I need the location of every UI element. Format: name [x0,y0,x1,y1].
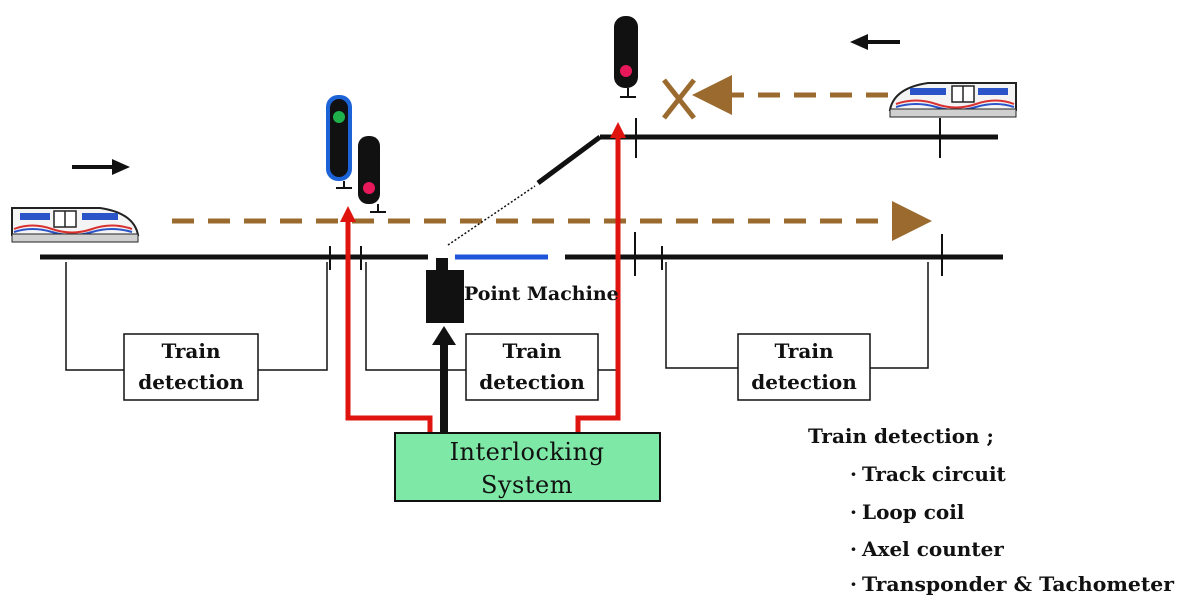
train-icon [888,82,1017,118]
detection-box: Train detection [123,333,259,401]
signal-icon [326,95,352,189]
legend-bullet: · [850,500,857,524]
signal-icon [614,16,638,98]
legend-item: Axel counter [861,537,1004,561]
legend-title: Train detection ; [808,424,994,448]
legend: Train detection ; · Track circuit · Loop… [808,424,1174,596]
detection-box: Train detection [465,333,599,401]
detection-box-label: Train [502,339,562,363]
detection-box: Train detection [737,333,871,401]
detection-box-label: detection [138,370,244,394]
control-arrowhead [610,122,626,138]
point-control-arrowhead [432,326,456,345]
legend-item: Transponder & Tachometer [862,572,1174,596]
legend-bullet: · [850,537,857,561]
control-line [345,132,621,433]
legend-item: Track circuit [862,462,1007,486]
legend-bullet: · [850,572,857,596]
legend-item: Loop coil [862,500,965,524]
detection-box-label: detection [479,370,585,394]
diverging-track [447,134,998,246]
insulated-joint [329,118,943,276]
cross-icon [662,78,696,120]
point-machine-label: Point Machine [464,283,619,305]
direction-arrow-left [850,34,900,50]
legend-bullet: · [850,462,857,486]
detection-box-label: Train [161,339,221,363]
signal-icon [358,136,386,213]
direction-arrow-right [72,159,130,175]
interlocking-label: Interlocking [450,438,605,466]
detection-box-label: detection [751,370,857,394]
point-machine-icon [426,258,464,323]
control-arrowhead [340,206,356,222]
interlocking-system: Interlocking System [394,432,661,502]
train-icon [11,207,140,243]
interlocking-label: System [481,471,573,499]
detection-connector [65,262,929,371]
detection-box-label: Train [774,339,834,363]
